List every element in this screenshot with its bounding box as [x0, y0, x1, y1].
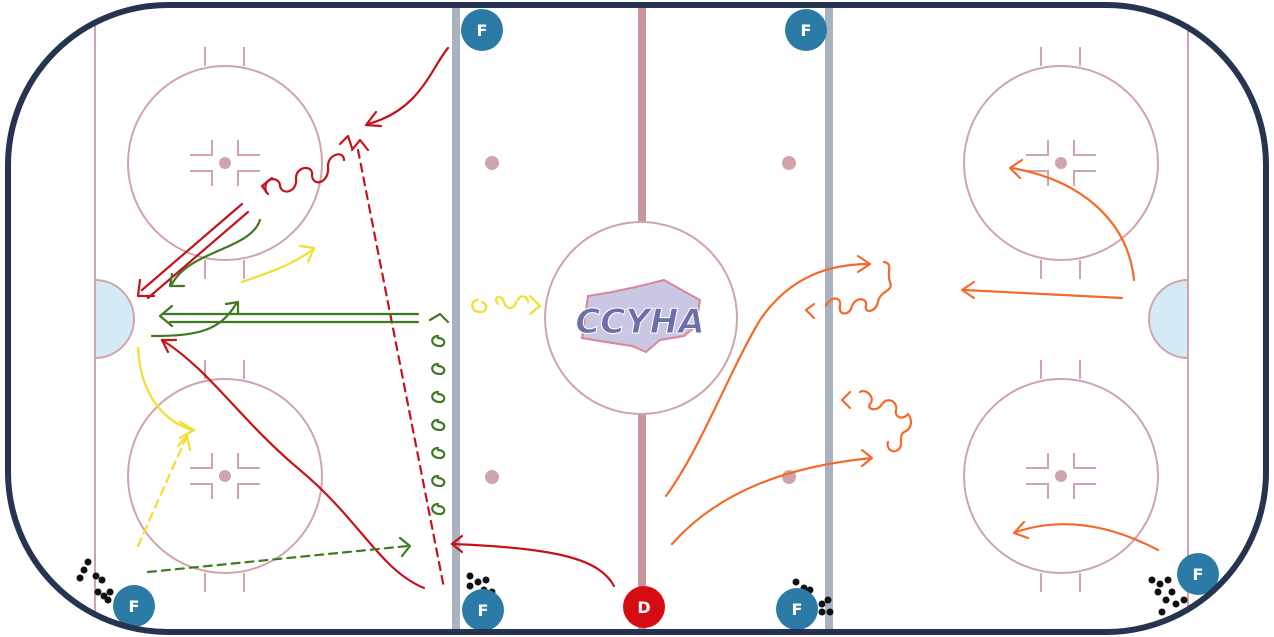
- svg-text:D: D: [637, 598, 650, 617]
- blue-line-left: [452, 5, 460, 632]
- green-curve-top: [170, 218, 262, 286]
- puck-group-right-corner: [1148, 576, 1188, 616]
- green-vertical-wave: [428, 312, 450, 516]
- orange-right-straight-head: [960, 280, 976, 300]
- red-long-curve-head: [160, 338, 178, 354]
- red-d-pass: [450, 542, 616, 588]
- yellow-dashed: [136, 436, 188, 548]
- red-pass-to-top: [366, 46, 450, 126]
- green-curve-mid-head: [224, 300, 240, 316]
- puck-group-right-blue: [792, 578, 834, 616]
- red-wave-end-mark: [338, 134, 354, 150]
- orange-long-up: [664, 262, 872, 498]
- green-paths: [146, 218, 450, 574]
- yellow-curve-top: [240, 248, 314, 284]
- red-arrowhead-top: [364, 110, 383, 128]
- svg-text:F: F: [129, 597, 140, 616]
- yellow-curve-top-head: [298, 244, 316, 264]
- orange-wave-top: [804, 260, 892, 320]
- orange-right-top-head: [1008, 158, 1024, 180]
- red-d-pass-head: [450, 534, 464, 554]
- svg-text:F: F: [478, 601, 489, 620]
- red-chevron-top: [350, 138, 370, 152]
- orange-right-top-curve: [1010, 166, 1136, 282]
- center-logo: CCYHA: [575, 278, 705, 354]
- orange-right-bottom-head: [1012, 520, 1030, 540]
- orange-right-bottom-curve: [1014, 523, 1160, 552]
- faceoff-circle-top-left: [127, 47, 323, 279]
- yellow-paths: [136, 244, 542, 548]
- faceoff-circle-bottom-right: [963, 360, 1159, 592]
- blue-line-right: [825, 5, 833, 632]
- red-long-curve: [160, 338, 426, 590]
- yellow-curve-left-head: [178, 420, 196, 440]
- orange-right-straight: [962, 288, 1124, 300]
- green-curve-mid: [150, 302, 238, 338]
- red-double-pass-a: [140, 202, 244, 292]
- players: F F F F D F F: [113, 9, 1219, 631]
- red-dashed-drop: [356, 148, 446, 590]
- orange-paths: [664, 158, 1160, 552]
- green-dashed-pass: [146, 544, 410, 574]
- svg-text:F: F: [801, 21, 812, 40]
- orange-long-down: [670, 456, 874, 546]
- yellow-curve-left: [136, 346, 194, 432]
- goal-crease-left: [94, 278, 135, 360]
- red-wave-start-mark: [260, 176, 274, 196]
- yellow-wave-center-head: [528, 294, 542, 316]
- svg-text:F: F: [477, 21, 488, 40]
- rink-boards: [5, 2, 1269, 635]
- green-dashed-head: [398, 536, 412, 558]
- player-f-top-right-blue: F: [785, 9, 827, 51]
- logo-text: CCYHA: [575, 302, 704, 342]
- player-f-bottom-right-corner: F: [1177, 553, 1219, 595]
- svg-text:F: F: [1193, 565, 1204, 584]
- orange-long-up-head: [856, 254, 872, 274]
- red-paths: [136, 46, 616, 590]
- green-double-head: [158, 304, 174, 328]
- red-double-arrowhead: [136, 278, 156, 298]
- green-curve-top-head: [168, 272, 186, 288]
- orange-long-down-head: [860, 448, 874, 468]
- orange-wave-bottom: [840, 390, 913, 453]
- logo-shape: [580, 278, 702, 354]
- goal-crease-right: [1148, 278, 1189, 360]
- red-wavy-skate: [264, 153, 346, 194]
- player-f-top-left-blue: F: [461, 9, 503, 51]
- red-double-pass-b: [146, 210, 250, 300]
- yellow-dashed-head: [176, 434, 192, 452]
- player-f-bottom-left-corner: F: [113, 585, 155, 627]
- drill-paths: [136, 46, 1160, 590]
- faceoff-circle-bottom-left: [127, 360, 323, 592]
- player-d-bottom-center: D: [623, 586, 665, 628]
- puck-group-left-corner: [76, 558, 114, 604]
- faceoff-circle-top-right: [963, 47, 1159, 279]
- svg-text:F: F: [792, 600, 803, 619]
- player-f-bottom-right-blue: F: [776, 588, 818, 630]
- player-f-bottom-left-blue: F: [462, 589, 504, 631]
- yellow-wave-center: [471, 295, 530, 314]
